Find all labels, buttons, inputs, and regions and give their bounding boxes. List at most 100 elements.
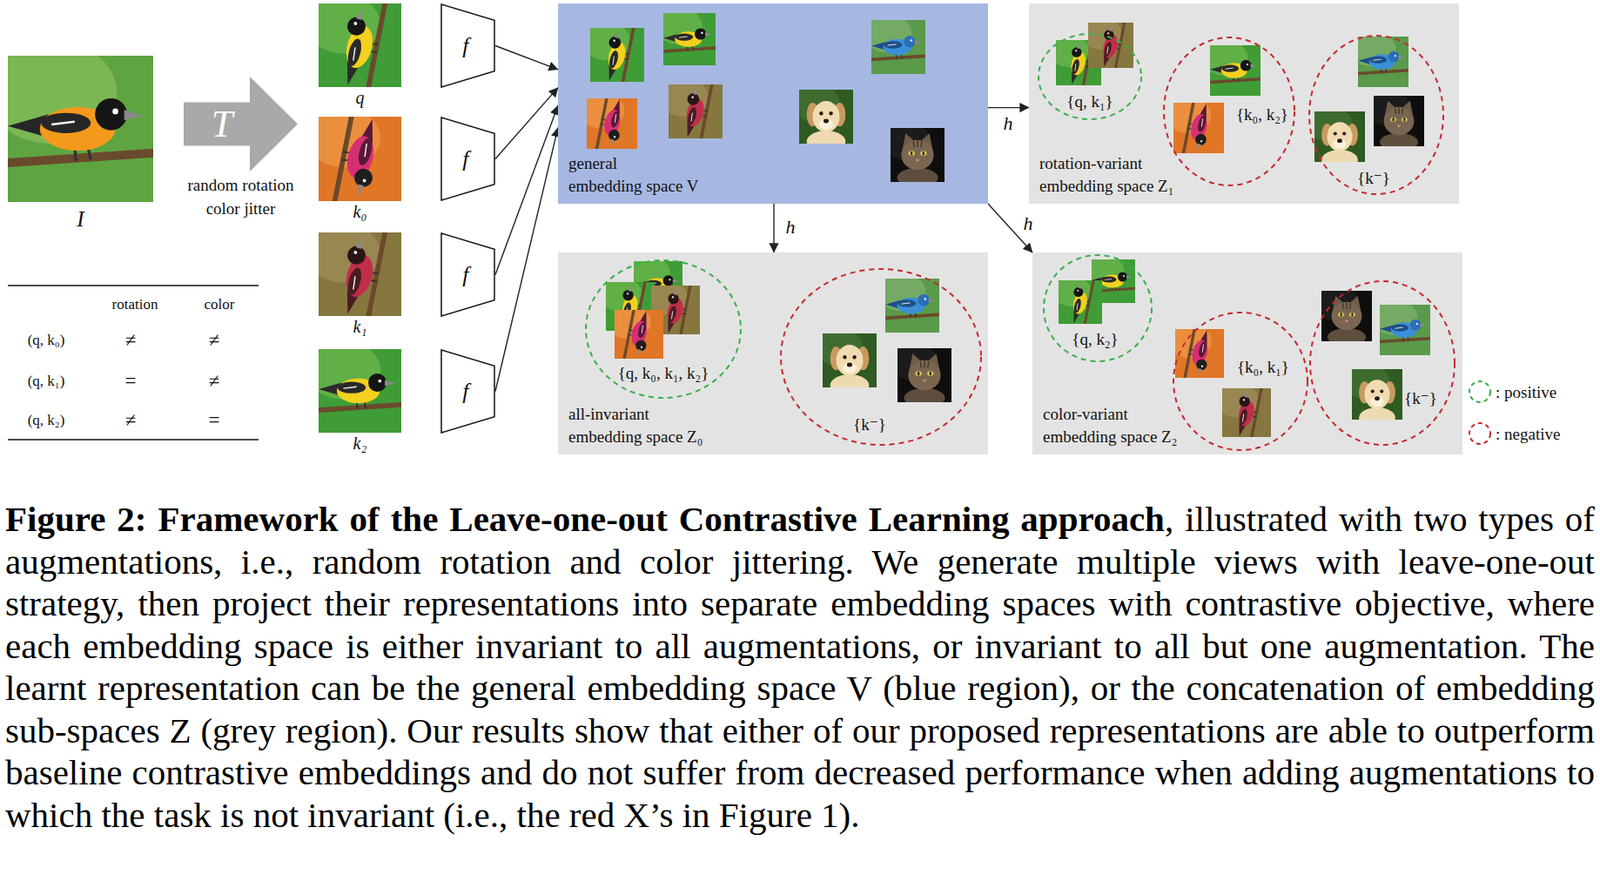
encoder-box: f xyxy=(440,232,496,317)
photo-detail xyxy=(663,275,674,286)
photo-detail xyxy=(910,39,913,41)
photo-detail xyxy=(337,382,366,394)
photo-detail xyxy=(1390,117,1397,122)
photo-detail xyxy=(626,292,630,296)
photo-detail xyxy=(1340,312,1343,317)
photo xyxy=(1052,268,1103,337)
photo-detail xyxy=(903,353,945,403)
group-ellipse-box: {k₀, k₁} xyxy=(1172,311,1309,451)
photo-content xyxy=(590,27,645,82)
embedding-space: rotation-variant embedding space Z₁{q, k… xyxy=(1028,3,1459,204)
photo-detail xyxy=(1321,121,1358,162)
photo-detail xyxy=(351,275,357,290)
photo-detail xyxy=(1351,312,1353,317)
photo-detail xyxy=(694,27,706,40)
photo-frame xyxy=(318,3,402,88)
photo-detail xyxy=(1358,379,1396,420)
photo-detail xyxy=(806,130,847,144)
arrow-shape xyxy=(183,76,298,172)
photo-detail xyxy=(1333,131,1338,135)
photo-detail xyxy=(362,178,367,183)
caption-bold: Figure 2: Framework of the Leave-one-out… xyxy=(5,498,1165,539)
photo-detail xyxy=(353,21,358,27)
text-line: embedding space Z₂ xyxy=(1042,425,1177,449)
encoder-box: f xyxy=(440,349,496,434)
region-title: color-variant embedding space Z₂ xyxy=(1042,403,1177,449)
set-label: {k₀, k₂} xyxy=(1236,106,1289,123)
photo xyxy=(1197,40,1274,96)
photo-detail xyxy=(914,370,922,377)
transform-arrow: Trandom rotation color jitter xyxy=(183,76,298,172)
photo-detail xyxy=(1401,117,1408,122)
encoder-label: f xyxy=(462,147,469,171)
photo-detail xyxy=(1221,65,1239,73)
photo-detail xyxy=(323,116,393,202)
photo xyxy=(858,14,940,74)
region-title: rotation-variant embedding space Z₁ xyxy=(1039,152,1174,198)
photo-content xyxy=(1379,304,1431,356)
photo-detail xyxy=(1394,54,1397,57)
photo-detail xyxy=(51,121,75,125)
photo-detail xyxy=(1074,63,1077,71)
photo-detail xyxy=(871,35,926,61)
photo-detail xyxy=(842,355,847,359)
embedding-space: color-variant embedding space Z₂ {q, k₂} {… xyxy=(1032,252,1463,455)
photo-detail xyxy=(1200,140,1204,143)
photo-detail xyxy=(327,3,397,88)
group-ellipse xyxy=(1309,280,1456,446)
photo-detail xyxy=(1321,149,1358,162)
legend-swatch xyxy=(1467,379,1493,404)
photo xyxy=(1367,299,1444,356)
photo-detail xyxy=(1369,56,1387,64)
photo-detail xyxy=(914,40,922,44)
photo xyxy=(1215,374,1271,451)
photo-detail xyxy=(1243,390,1250,398)
region-pictures xyxy=(557,3,989,204)
table-cell: (q, k₁) xyxy=(27,373,66,389)
photo-detail xyxy=(903,35,916,48)
photo xyxy=(1168,315,1224,392)
photo-detail xyxy=(611,56,616,66)
photo-detail xyxy=(915,159,921,162)
text-line: all-invariant xyxy=(568,403,703,426)
group-ellipse-box: {k⁻} xyxy=(779,268,982,446)
photo-content xyxy=(1175,329,1224,378)
set-label: {q, k₂} xyxy=(1071,330,1118,348)
photo-detail xyxy=(1342,302,1351,310)
embedding-space: general embedding space V xyxy=(557,3,989,204)
photo-detail xyxy=(1107,32,1110,35)
photo-content xyxy=(668,84,723,139)
photo-content xyxy=(1321,290,1372,342)
set-label: {k⁻} xyxy=(1357,169,1391,187)
image-label: k₀ xyxy=(353,201,368,222)
legend-entry: : positive xyxy=(1467,379,1469,404)
photo-detail xyxy=(356,7,365,21)
photo-detail xyxy=(830,344,870,388)
photo-detail xyxy=(1371,389,1375,393)
photo-detail xyxy=(1201,344,1204,353)
photo-detail xyxy=(885,313,940,319)
set-label: {k⁻} xyxy=(853,416,887,433)
photo-content xyxy=(663,13,716,66)
photo-detail xyxy=(896,133,938,182)
projection-label: h xyxy=(786,217,796,237)
encoder-label: f xyxy=(462,263,469,287)
photo-detail xyxy=(613,114,618,122)
photo xyxy=(872,273,954,333)
photo-frame xyxy=(318,349,402,433)
photo-content xyxy=(897,348,952,403)
photo xyxy=(814,328,877,397)
photo-detail xyxy=(690,113,694,122)
photo-detail xyxy=(883,40,902,49)
photo-detail xyxy=(355,184,364,197)
photo-detail xyxy=(847,362,853,367)
photo-detail xyxy=(1337,312,1345,317)
photo-detail xyxy=(819,111,823,115)
encoder-label: f xyxy=(462,34,469,58)
photo-detail xyxy=(819,118,834,129)
image-box: k₁ xyxy=(318,232,402,316)
photo-detail xyxy=(920,360,929,368)
photo-detail xyxy=(1104,279,1112,281)
photo-detail xyxy=(1357,51,1409,75)
